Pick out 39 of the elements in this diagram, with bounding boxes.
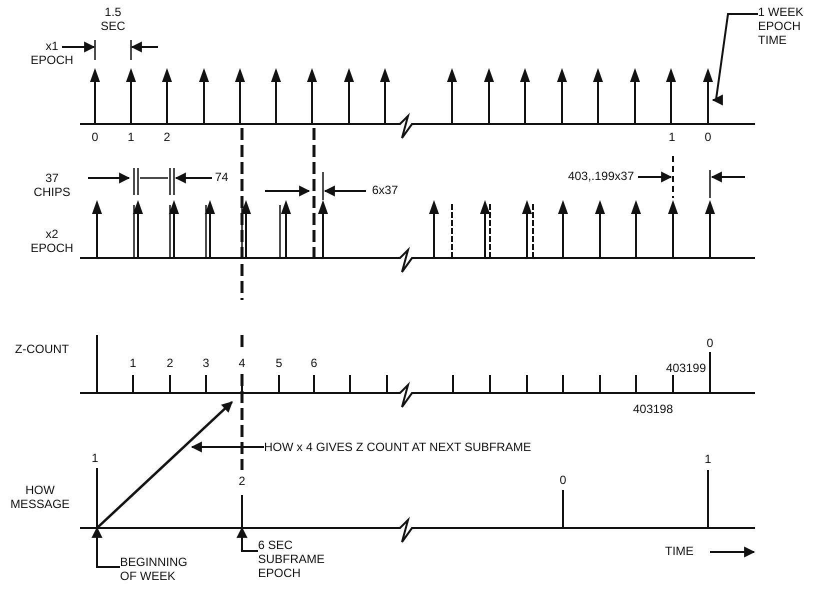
tick-label: 1 [90, 452, 100, 466]
epoch-arrow [703, 68, 713, 124]
dimension-label: 37 CHIPS [32, 172, 72, 200]
row-label: x2 EPOCH [30, 228, 74, 256]
tick-label: 1 [668, 131, 676, 145]
tick-label: 1 [128, 357, 138, 371]
dimension-label: 403,.199x37 [568, 170, 634, 184]
tick-label: 2 [238, 475, 246, 489]
tick-label: 6 [310, 357, 318, 371]
tick-label: 2 [162, 131, 172, 145]
tick-mark [96, 468, 98, 528]
leader-line [236, 526, 258, 552]
leader-line [92, 526, 120, 568]
row-label: x1 EPOCH [30, 40, 74, 68]
tick-label: 4 [238, 357, 246, 371]
tick-label: 1 [126, 131, 136, 145]
tick-label: 0 [558, 474, 568, 488]
tick-label: 0 [706, 337, 714, 351]
callout-text: 6 SEC SUBFRAME EPOCH [258, 539, 336, 580]
tick-label: 3 [202, 357, 210, 371]
tick-label: 2 [166, 357, 174, 371]
callout-text: HOW x 4 GIVES Z COUNT AT NEXT SUBFRAME [264, 441, 532, 455]
row-label: Z-COUNT [15, 343, 69, 357]
row-label: HOW MESSAGE [9, 484, 71, 512]
leader-line [712, 13, 758, 106]
dimension-label: 1.5 SEC [100, 6, 126, 34]
tick-label: 5 [274, 357, 284, 371]
dimension-label: 6x37 [372, 184, 398, 198]
tick-label: 1 [704, 453, 712, 467]
tick-label: 0 [90, 131, 100, 145]
tick-label: 403199 [666, 362, 706, 376]
dimension-label: 74 [215, 171, 228, 185]
tick-mark [241, 495, 243, 528]
callout-text: 1 WEEK EPOCH TIME [758, 6, 816, 48]
leader-line [190, 442, 264, 452]
tick-label: 403198 [632, 403, 674, 417]
callout-text: BEGINNING OF WEEK [120, 556, 205, 584]
axis-label: TIME [665, 545, 694, 559]
tick-label: 0 [704, 131, 712, 145]
